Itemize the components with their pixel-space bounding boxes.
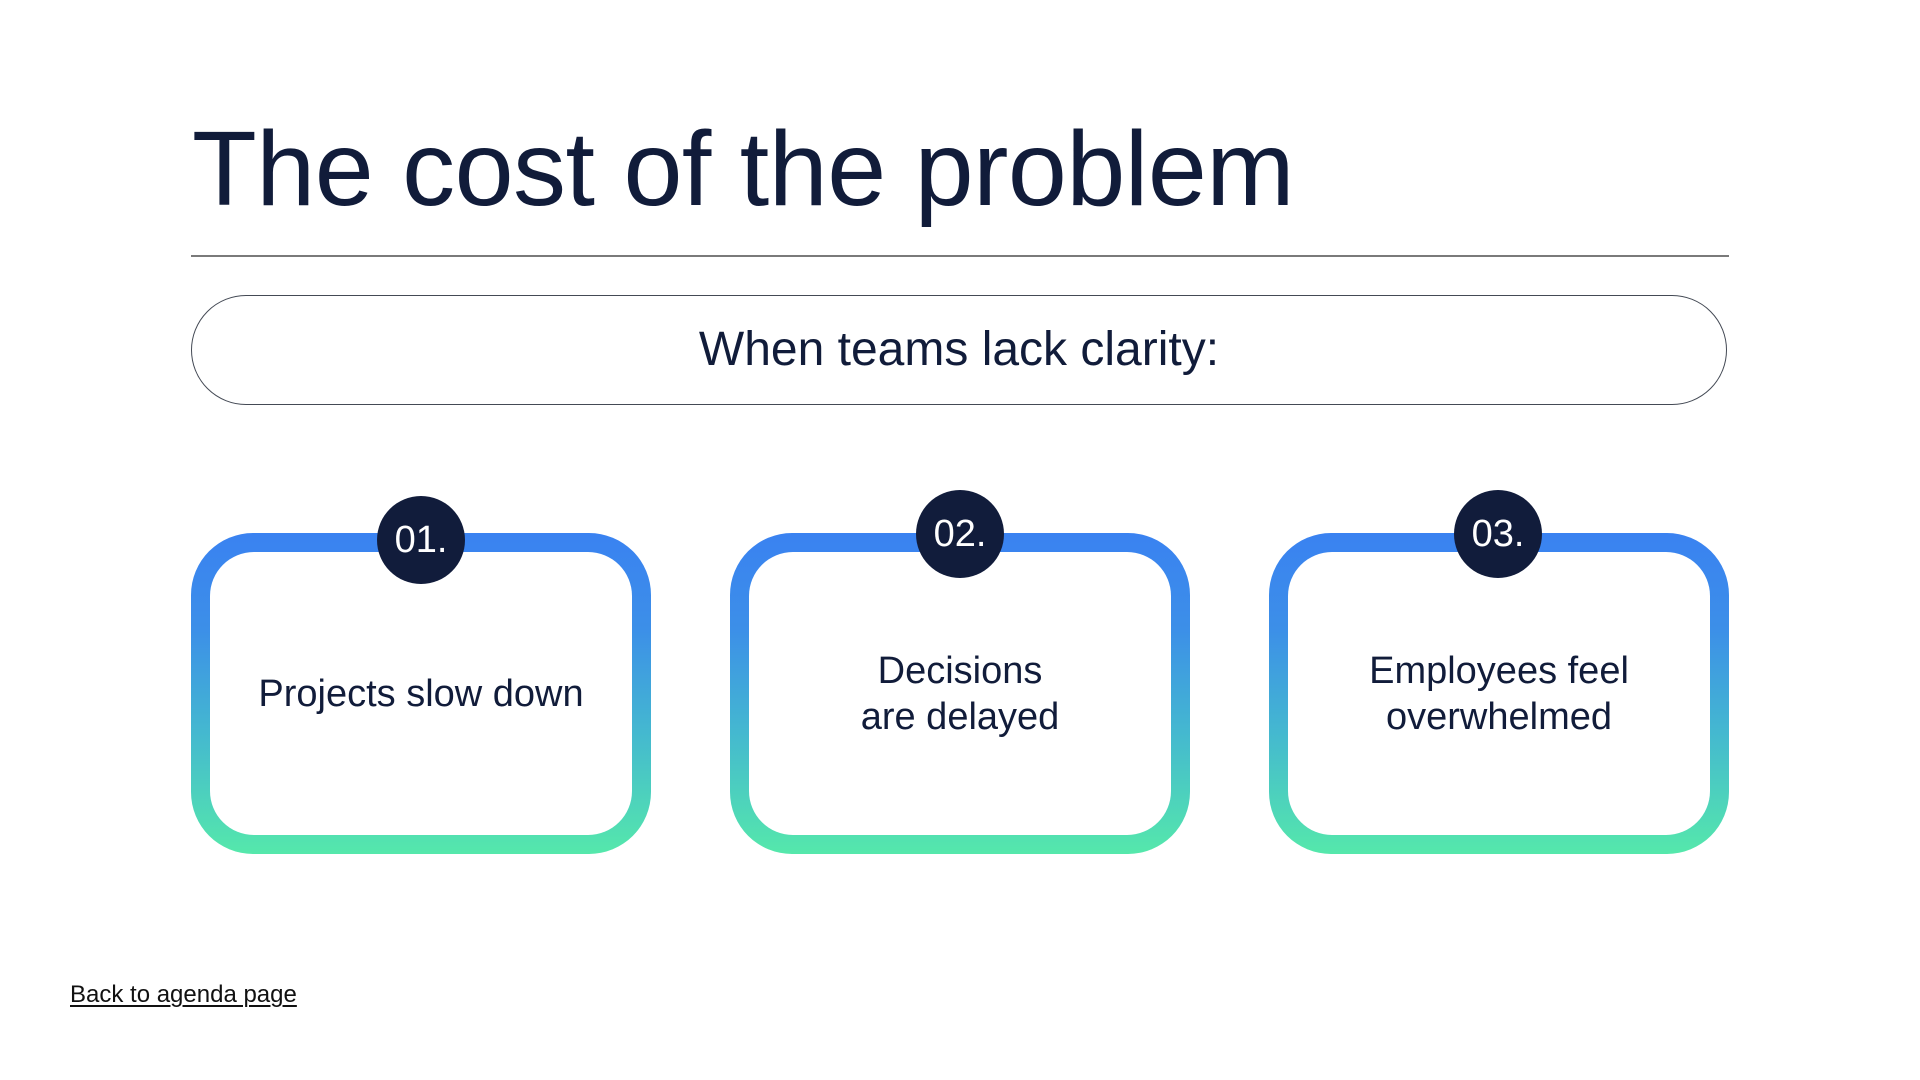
number-badge-1: 01. [377,496,465,584]
back-to-agenda-link[interactable]: Back to agenda page [70,981,297,1008]
card-text: Decisions are delayed [860,649,1060,738]
card-text: Projects slow down [258,672,584,715]
slide-title: The cost of the problem [192,110,1295,228]
subtitle-pill: When teams lack clarity: [191,295,1727,405]
number-badge-3: 03. [1454,490,1542,578]
subtitle-text: When teams lack clarity: [698,323,1220,376]
problem-card-3: Employees feel overwhelmed [1269,533,1729,854]
card-body: Projects slow down [210,552,632,835]
problem-card-2: Decisions are delayed [730,533,1190,854]
card-text: Employees feel overwhelmed [1369,649,1629,738]
card-body: Decisions are delayed [749,552,1171,835]
number-badge-2: 02. [916,490,1004,578]
title-divider [191,255,1729,257]
problem-card-1: Projects slow down [191,533,651,854]
card-body: Employees feel overwhelmed [1288,552,1710,835]
